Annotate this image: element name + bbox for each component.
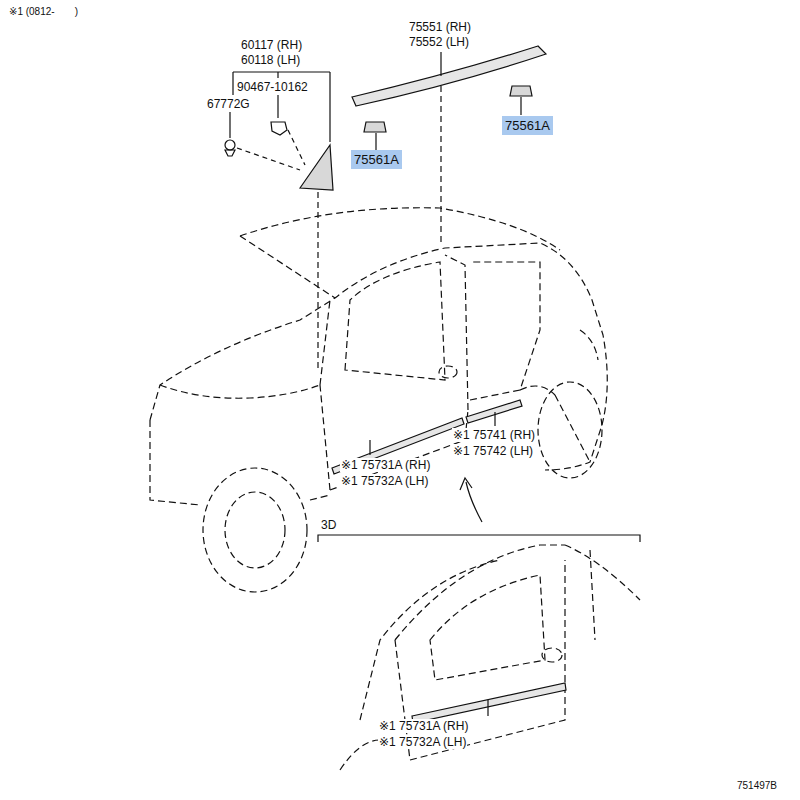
part-label: ※1 75732A (LH) bbox=[378, 735, 467, 749]
part-label: 60118 (LH) bbox=[240, 53, 301, 67]
part-label: ※1 75731A (RH) bbox=[378, 719, 469, 733]
part-label: ※1 75742 (LH) bbox=[452, 444, 534, 458]
part-label: 90467-10162 bbox=[236, 80, 309, 94]
part-label: 75551 (RH) bbox=[408, 20, 472, 34]
part-label: ※1 75732A (LH) bbox=[340, 474, 429, 488]
highlighted-part-box: 75561A bbox=[351, 150, 402, 169]
part-label: ※1 (0812- ) bbox=[8, 6, 79, 18]
part-label: 60117 (RH) bbox=[240, 38, 303, 52]
part-label: 751497B bbox=[736, 780, 778, 792]
part-label: 67772G bbox=[206, 97, 251, 111]
part-number: 75561A bbox=[502, 116, 553, 135]
part-number: 75561A bbox=[351, 150, 402, 169]
part-label: ※1 75741 (RH) bbox=[452, 428, 536, 442]
highlighted-part-box: 75561A bbox=[502, 116, 553, 135]
part-label: 3D bbox=[320, 518, 337, 532]
part-label: 75552 (LH) bbox=[408, 35, 470, 49]
part-label: ※1 75731A (RH) bbox=[340, 458, 431, 472]
